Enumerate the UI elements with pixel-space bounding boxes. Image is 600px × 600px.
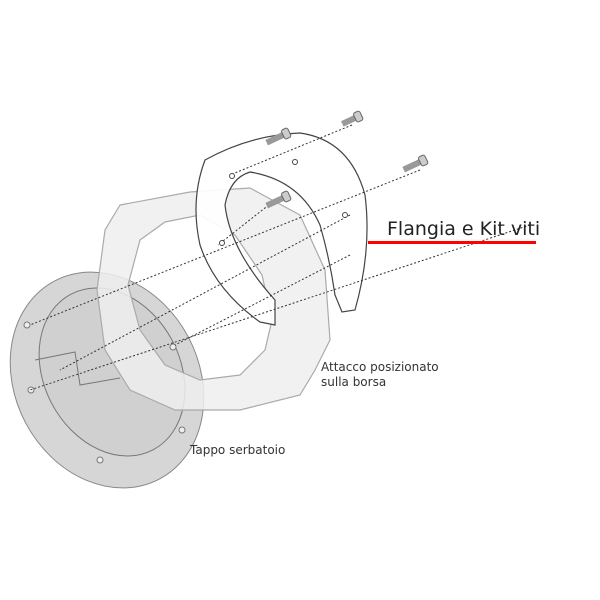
attachment-label-line1: Attacco posizionato [321,360,439,374]
tank-cap-label: Tappo serbatoio [190,443,286,457]
flange [195,132,368,326]
attachment-label-line2: sulla borsa [321,375,387,389]
label-underline [368,241,536,244]
flange-kit-label: Flangia e Kit viti [387,218,541,240]
alignment-lines [29,124,531,391]
screws [265,110,429,209]
tank-cap [9,271,205,489]
flange-holes [219,159,348,246]
